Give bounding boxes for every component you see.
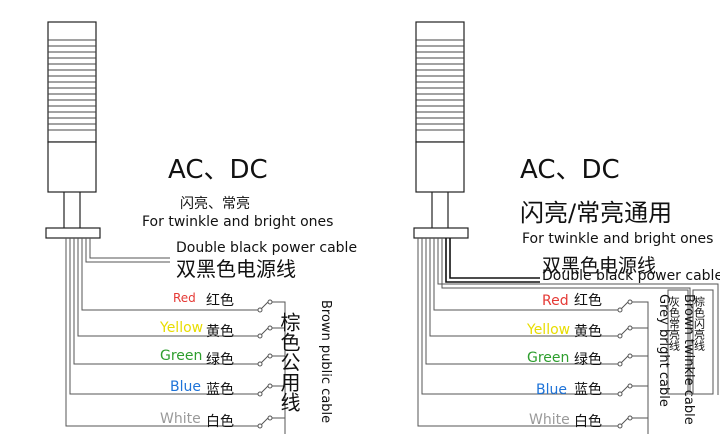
right-wires: [417, 238, 719, 434]
right-brown-cn: 棕色闪亮线: [693, 295, 706, 351]
left-blue-en: Blue: [170, 379, 201, 395]
right-white-en: White: [529, 412, 570, 428]
left-blue-cn: 蓝色: [206, 381, 234, 398]
right-blue-cn: 蓝色: [574, 381, 602, 398]
left-red-cn: 红色: [206, 292, 234, 309]
right-yellow-en: Yellow: [526, 322, 570, 338]
right-power-cn: 双黑色电源线: [542, 255, 656, 277]
left-subtitle-en: For twinkle and bright ones: [142, 214, 333, 230]
left-white-en: White: [160, 411, 201, 427]
right-power-en: Double black power cable: [542, 268, 720, 284]
left-common-cn: 棕色公用线: [277, 312, 301, 412]
right-blue-en: Blue: [536, 382, 567, 398]
right-tower-ridges: [416, 39, 464, 131]
left-wires: [65, 238, 286, 434]
right-title: AC、DC: [520, 155, 620, 185]
left-red-en: Red: [173, 291, 196, 305]
left-white-cn: 白色: [206, 413, 234, 430]
right-grey-en: Grey bright cable: [656, 294, 671, 407]
left-power-en: Double black power cable: [176, 240, 357, 256]
right-green-en: Green: [527, 350, 569, 366]
right-green-cn: 绿色: [574, 351, 602, 368]
right-color-labels: Red 红色 Yellow 黄色 Green 绿色 Blue 蓝色 White …: [526, 292, 602, 430]
left-common-en: Brown public cable: [318, 300, 333, 423]
right-brown-en: Brown twinkle cable: [681, 294, 696, 425]
left-yellow-cn: 黄色: [206, 323, 234, 340]
right-yellow-cn: 黄色: [574, 323, 602, 340]
right-switch-dots: [617, 299, 633, 429]
left-switch-dots: [257, 299, 273, 429]
right-red-cn: 红色: [574, 292, 602, 309]
right-red-en: Red: [542, 293, 569, 309]
left-green-cn: 绿色: [206, 351, 234, 368]
left-common-cn-text: 棕色公用线: [277, 312, 301, 412]
left-title: AC、DC: [168, 155, 268, 185]
right-subtitle-cn: 闪亮/常亮通用: [520, 199, 672, 227]
left-color-labels: Red 红色 Yellow 黄色 Green 绿色 Blue 蓝色 White …: [159, 291, 234, 430]
left-yellow-en: Yellow: [159, 320, 203, 336]
left-green-en: Green: [160, 348, 202, 364]
right-white-cn: 白色: [574, 413, 602, 430]
left-power-cn: 双黑色电源线: [176, 257, 296, 281]
left-tower-ridges: [48, 39, 96, 131]
left-subtitle-cn: 闪亮、常亮: [180, 195, 250, 212]
right-subtitle-en: For twinkle and bright ones: [522, 231, 713, 247]
right-grey-cn: 灰色常亮线: [668, 295, 681, 351]
